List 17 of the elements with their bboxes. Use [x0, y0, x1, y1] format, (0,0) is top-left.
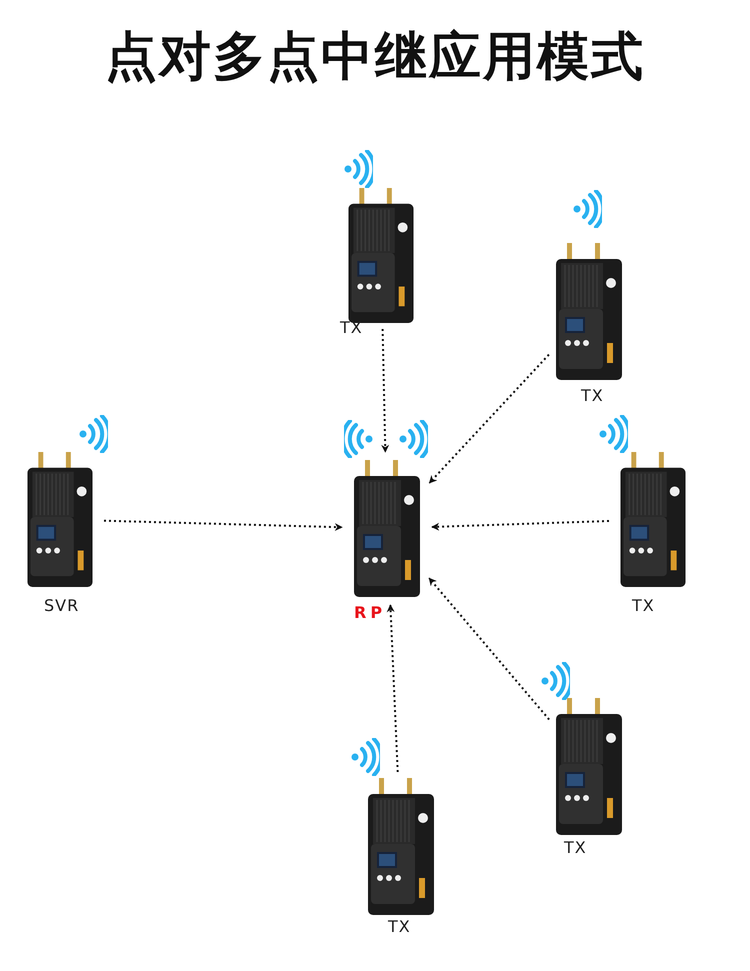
dotted-arrow: [428, 354, 550, 484]
device-label: TX: [564, 838, 587, 857]
device-label: RP: [354, 603, 386, 622]
transmitter-drawing: [365, 778, 437, 915]
device-label: TX: [340, 318, 363, 337]
device-label: SVR: [44, 596, 80, 615]
device-label: TX: [581, 386, 604, 405]
transmitter-drawing: [553, 698, 625, 835]
title: 点对多点中继应用模式: [104, 26, 646, 89]
dotted-arrow: [381, 328, 390, 453]
dotted-arrow: [386, 604, 399, 772]
transmitter-drawing: [553, 243, 625, 380]
dotted-arrow: [104, 520, 343, 532]
device-label: TX: [388, 917, 411, 936]
dotted-arrow: [428, 578, 550, 720]
dotted-arrow: [431, 520, 610, 531]
device-label: TX: [632, 596, 655, 615]
